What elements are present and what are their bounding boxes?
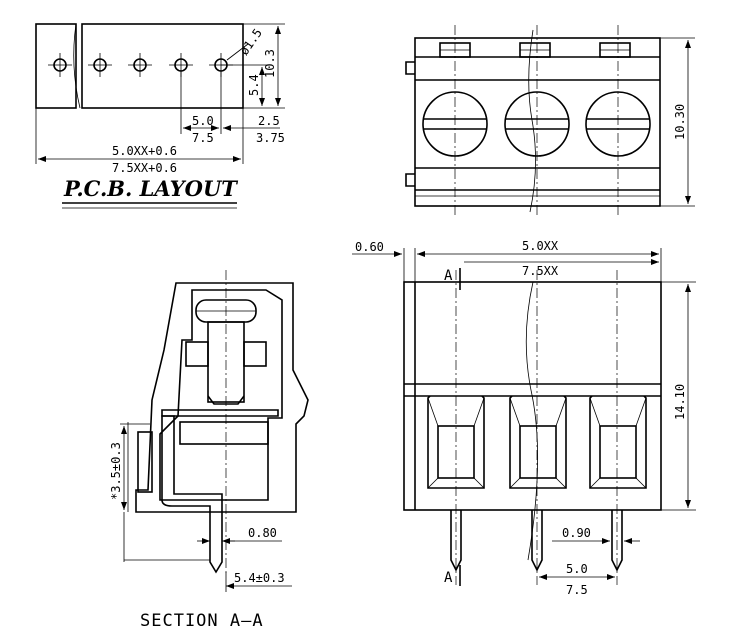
pcb-total-5: 5.0XX+0.6 [112,144,177,158]
front-pin-width: 0.90 [562,526,591,540]
pcb-dim-5-4: 5.4 [247,74,261,96]
pcb-holes [48,53,233,77]
pcb-hatched-area-left [35,23,77,109]
top-view-body [414,37,661,207]
top-view-height: 10.30 [673,104,687,140]
wire-entries [427,395,647,489]
front-pitch-5-0: 5.0 [566,562,588,576]
pcb-edge-3-75: 3.75 [256,131,285,145]
section-height: *3.5±0.3 [109,442,123,500]
section-pin [161,415,223,574]
pcb-total-7-5: 7.5XX+0.6 [112,161,177,175]
pcb-pitch-5-0: 5.0 [192,114,214,128]
front-side-gap: 0.60 [355,240,384,254]
section-housing [135,282,309,513]
pcb-hole-diameter: ø1.5 [237,26,265,58]
section-title: SECTION A—A [140,611,264,631]
section-pin-width: 0.80 [248,526,277,540]
section-offset: 5.4±0.3 [234,571,285,585]
front-pitch-7-5: 7.5 [566,583,588,597]
front-view: A A 0.60 5.0XX 7.5XX 14.10 0.90 5.0 7.5 [352,239,696,597]
section-marker-bottom: A [444,570,453,586]
section-a-a: *3.5±0.3 0.80 5.4±0.3 SECTION A—A [109,270,309,631]
front-length-7-5: 7.5XX [522,264,559,278]
pcb-layout: ø1.5 10.3 5.4 5.0 7.5 2.5 3.75 5.0XX+0.6… [35,23,285,209]
pcb-edge-2-5: 2.5 [258,114,280,128]
pcb-pitch-7-5: 7.5 [192,131,214,145]
pcb-break-line [73,23,81,109]
pcb-dim-10-3: 10.3 [263,49,277,78]
front-pins [450,510,623,572]
pcb-layout-title: P.C.B. LAYOUT [63,176,238,201]
section-marker-top: A [444,268,453,284]
top-view: 10.30 [405,25,695,215]
front-height: 14.10 [673,384,687,420]
pcb-hatched-area-right [81,23,244,109]
front-length-5: 5.0XX [522,239,559,253]
